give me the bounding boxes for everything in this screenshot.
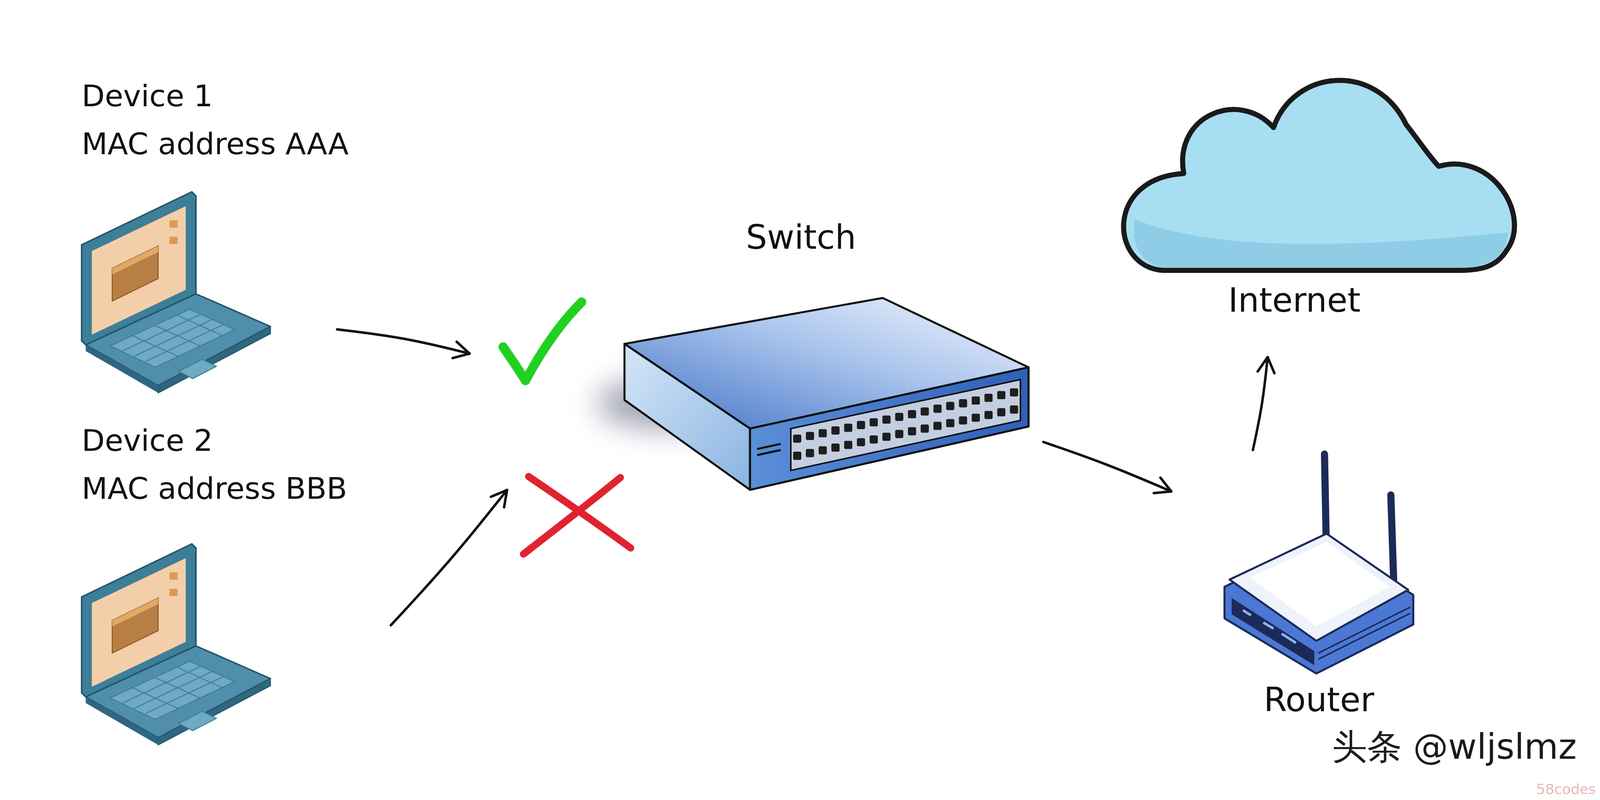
arrow-head	[452, 341, 470, 358]
switch-port	[907, 410, 917, 419]
switch-port	[997, 408, 1006, 417]
switch-port	[946, 402, 955, 411]
arrow-head	[1153, 477, 1172, 493]
switch-port	[857, 420, 866, 430]
node-label: Internet	[1228, 279, 1361, 322]
device-node: Device 1MAC address AAA	[81, 193, 271, 388]
switch-port	[869, 435, 878, 444]
switch-side	[624, 343, 750, 490]
switch-port	[933, 421, 942, 430]
switch-port	[958, 416, 968, 425]
switch-port	[971, 413, 980, 423]
switch-indicator	[757, 443, 781, 455]
node-detail: MAC address BBB	[81, 464, 348, 513]
switch-port	[792, 434, 802, 443]
node-label: Device 2MAC address BBB	[81, 416, 348, 513]
node-title: Device 2	[81, 416, 348, 465]
arrow-line	[337, 329, 470, 354]
router-front	[1231, 597, 1315, 666]
blocked-cross	[523, 477, 621, 555]
device-node: Device 2MAC address BBB	[81, 545, 271, 740]
switch-port	[869, 418, 878, 427]
arrow-connector	[1252, 357, 1275, 450]
laptop-device-1	[81, 191, 271, 393]
switch-port	[831, 426, 840, 435]
cloud	[1123, 80, 1515, 271]
cloud-node: Internet	[1120, 81, 1519, 271]
node-title: Device 1	[81, 72, 349, 120]
cloud-shade	[1133, 219, 1508, 268]
switch-port	[805, 449, 815, 458]
router-body	[1224, 538, 1414, 674]
switch-port	[844, 423, 853, 433]
switch-port	[971, 396, 980, 405]
switch-node: Switch	[624, 297, 1031, 490]
switch-port	[958, 399, 968, 408]
switch-port	[831, 443, 840, 452]
node-label: Device 1MAC address AAA	[81, 72, 349, 168]
switch-port	[882, 415, 891, 424]
router-antenna	[1390, 495, 1394, 587]
arrow-head	[490, 490, 508, 508]
arrow-line	[390, 490, 508, 626]
router-leds	[1242, 610, 1296, 643]
switch-port	[857, 437, 866, 447]
switch-port	[792, 451, 802, 460]
arrow-connector	[1043, 442, 1172, 494]
arrow-head	[1257, 357, 1275, 374]
switch-port	[946, 419, 955, 428]
switch-port	[895, 430, 904, 439]
switch-port	[1010, 388, 1019, 397]
switch-front	[750, 367, 1029, 490]
router-node: Router	[1224, 454, 1414, 674]
arrow-line	[1252, 357, 1268, 450]
router-top-plate	[1250, 541, 1390, 627]
node-title: Switch	[745, 216, 857, 259]
node-title: Router	[1263, 679, 1375, 721]
arrow-line	[1043, 442, 1172, 492]
switch-port	[984, 393, 993, 403]
arrow-connector	[337, 329, 470, 359]
laptop-device-2	[81, 543, 271, 745]
switch-port	[895, 412, 904, 422]
node-label: Router	[1263, 679, 1375, 721]
watermark: 58codes	[1536, 780, 1596, 798]
switch-port	[805, 431, 815, 440]
node-detail: MAC address AAA	[81, 120, 349, 168]
switch-ports	[792, 388, 1018, 460]
router-vents	[1318, 607, 1410, 660]
node-title: Internet	[1228, 279, 1361, 322]
switch-port	[997, 390, 1006, 400]
switch-port	[920, 407, 930, 416]
switch-port	[818, 429, 828, 438]
switch-port	[907, 427, 917, 436]
switch-port	[984, 410, 993, 420]
watermark: 头条 @wljslmz	[1332, 723, 1577, 771]
figures	[81, 80, 1515, 745]
switch-port	[844, 440, 853, 450]
switch-port	[882, 432, 891, 441]
switch-port	[933, 404, 942, 413]
node-label: Switch	[745, 216, 857, 259]
allowed-check	[502, 302, 582, 381]
switch-port	[920, 424, 930, 433]
port-panel	[790, 379, 1021, 471]
switch-port	[818, 446, 828, 455]
switch-port	[1010, 405, 1019, 414]
arrow-connector	[390, 490, 508, 626]
